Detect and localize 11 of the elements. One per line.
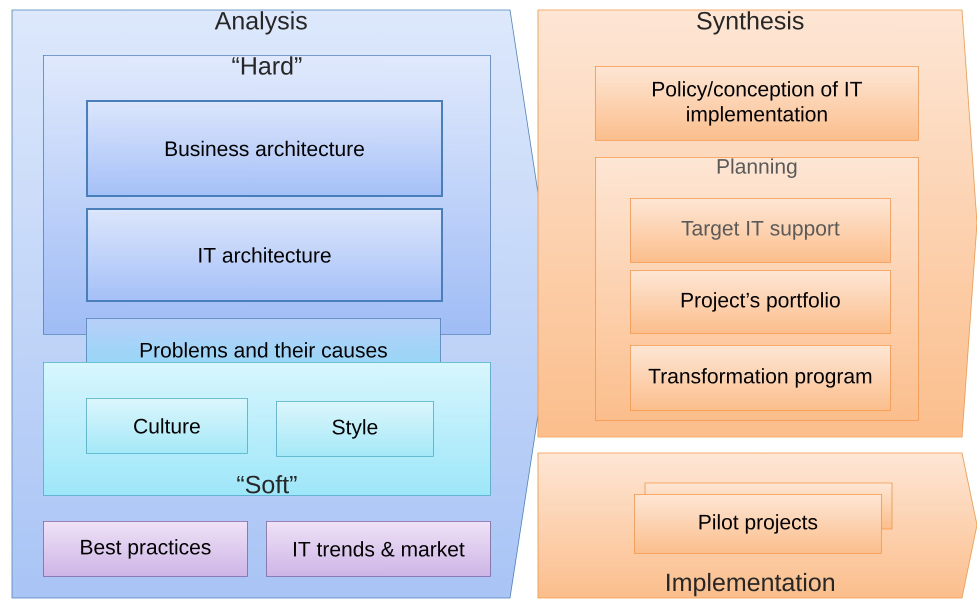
- process-box: IT trends & market: [266, 521, 491, 577]
- process-box: Pilot projects: [634, 482, 892, 554]
- process-box: IT architecture: [86, 208, 443, 302]
- process-box: Project’s portfolio: [630, 270, 891, 334]
- process-box: Transformation program: [630, 345, 891, 411]
- process-box: Style: [276, 401, 434, 457]
- process-box: Best practices: [43, 521, 248, 577]
- process-box: Target IT support: [630, 198, 891, 263]
- process-box: Business architecture: [86, 100, 443, 197]
- process-box: Culture: [86, 398, 248, 454]
- process-box: Policy/conception of IT implementation: [595, 66, 919, 141]
